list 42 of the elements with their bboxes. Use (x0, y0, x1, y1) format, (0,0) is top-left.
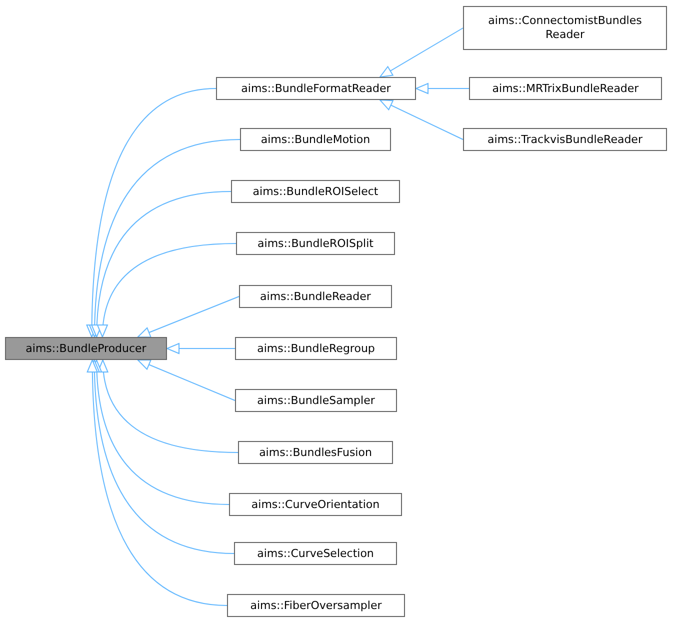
class-name: aims::BundleMotion (260, 132, 370, 146)
class-name: aims::CurveOrientation (251, 498, 380, 512)
class-box (238, 441, 393, 464)
class-box (235, 389, 397, 412)
class-box (216, 77, 416, 100)
class-name: aims::BundleRegroup (257, 342, 375, 356)
inheritance-arrow (98, 243, 236, 338)
inheritance-arrow (380, 28, 464, 78)
inheritance-arrow (137, 360, 236, 401)
class-name: aims::MRTrixBundleReader (492, 82, 639, 96)
class-name: aims::CurveSelection (257, 546, 374, 560)
inheritance-arrow (92, 191, 232, 338)
class-name: aims::TrackvisBundleReader (488, 132, 642, 146)
class-name: aims::BundleFormatReader (241, 82, 391, 96)
class-name: aims::BundleSampler (257, 394, 375, 408)
class-name: aims::BundleProducer (26, 342, 146, 356)
class-name: aims::BundleROISplit (258, 236, 374, 250)
inheritance-arrow (86, 88, 216, 338)
class-box (5, 337, 167, 360)
class-name: aims::ConnectomistBundles Reader (487, 14, 643, 42)
class-box (235, 337, 397, 360)
inheritance-arrow (98, 360, 238, 453)
class-box (463, 128, 667, 151)
class-box (239, 285, 392, 308)
inheritance-arrow (137, 296, 240, 338)
class-name: aims::FiberOversampler (250, 598, 382, 612)
class-name: aims::BundleROISelect (252, 184, 378, 198)
inheritance-arrow (87, 360, 228, 606)
class-box (469, 77, 662, 100)
class-box (229, 493, 402, 516)
class-box (231, 180, 400, 203)
class-box (234, 542, 397, 565)
inheritance-arrow (416, 83, 470, 94)
inheritance-arrow (380, 100, 464, 140)
class-name: aims::BundleReader (260, 290, 371, 304)
class-box (463, 6, 667, 50)
inheritance-arrow (89, 139, 240, 338)
class-box (240, 128, 391, 151)
class-name: aims::BundlesFusion (259, 446, 372, 460)
class-box (236, 232, 395, 255)
class-box (227, 594, 405, 617)
inheritance-arrow (166, 343, 236, 354)
